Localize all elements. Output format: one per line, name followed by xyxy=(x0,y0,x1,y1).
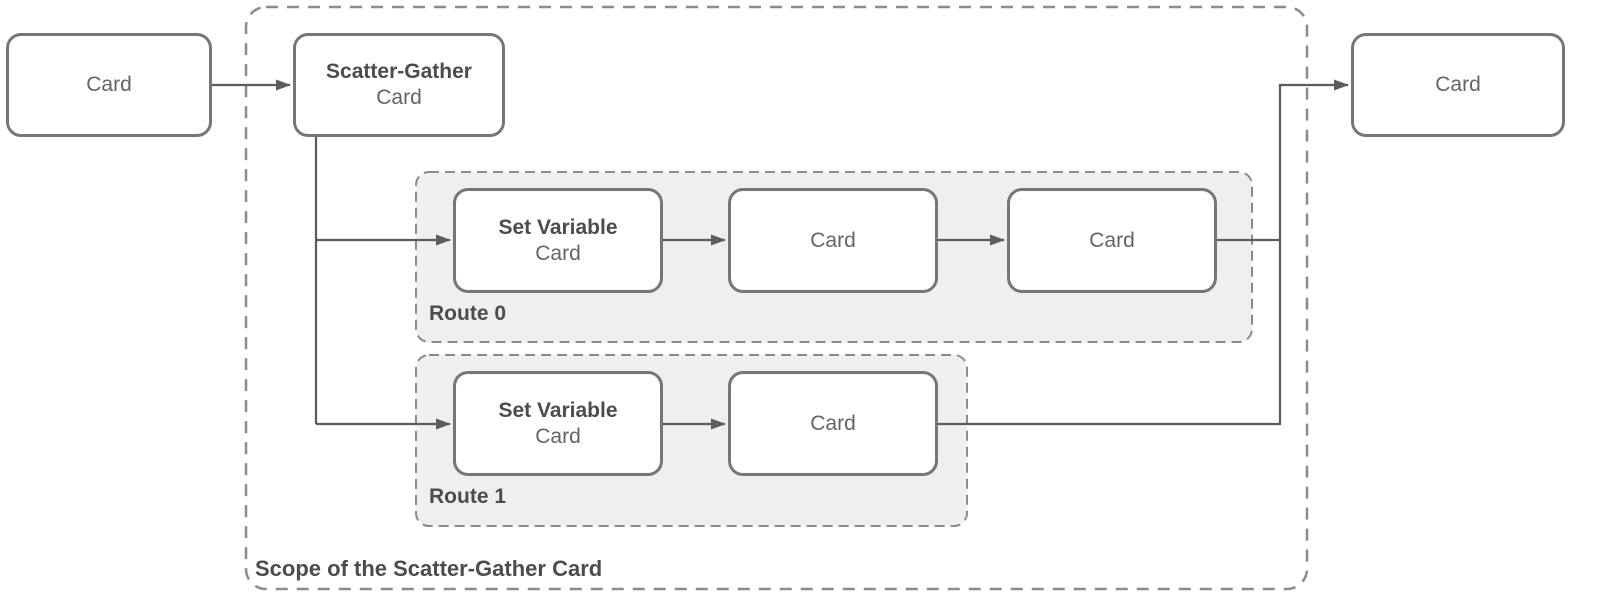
node-card-right-label: Card xyxy=(1435,73,1481,96)
node-card-right: Card xyxy=(1351,33,1565,137)
node-route0-card-2: Card xyxy=(1007,188,1217,293)
node-scatter-gather: Scatter-Gather Card xyxy=(293,33,505,137)
node-route1-set-variable-title: Set Variable xyxy=(498,398,618,422)
node-scatter-gather-subtitle: Card xyxy=(376,86,422,109)
scope-label: Scope of the Scatter-Gather Card xyxy=(255,556,603,581)
node-route0-set-variable: Set Variable Card xyxy=(453,188,663,293)
node-route1-card-label: Card xyxy=(810,411,856,435)
node-scatter-gather-title: Scatter-Gather xyxy=(326,60,472,83)
node-route0-card-2-label: Card xyxy=(1089,228,1135,252)
node-route0-set-variable-title: Set Variable xyxy=(498,215,618,239)
node-route1-card: Card xyxy=(728,371,938,476)
route1-label: Route 1 xyxy=(429,485,507,508)
node-route1-set-variable: Set Variable Card xyxy=(453,371,663,476)
node-card-left-label: Card xyxy=(86,73,132,96)
route0-label: Route 0 xyxy=(429,302,507,325)
node-route1-set-variable-subtitle: Card xyxy=(535,424,581,448)
node-card-left: Card xyxy=(6,33,212,137)
node-route0-card-1: Card xyxy=(728,188,938,293)
node-route0-card-1-label: Card xyxy=(810,228,856,252)
node-route0-set-variable-subtitle: Card xyxy=(535,241,581,265)
